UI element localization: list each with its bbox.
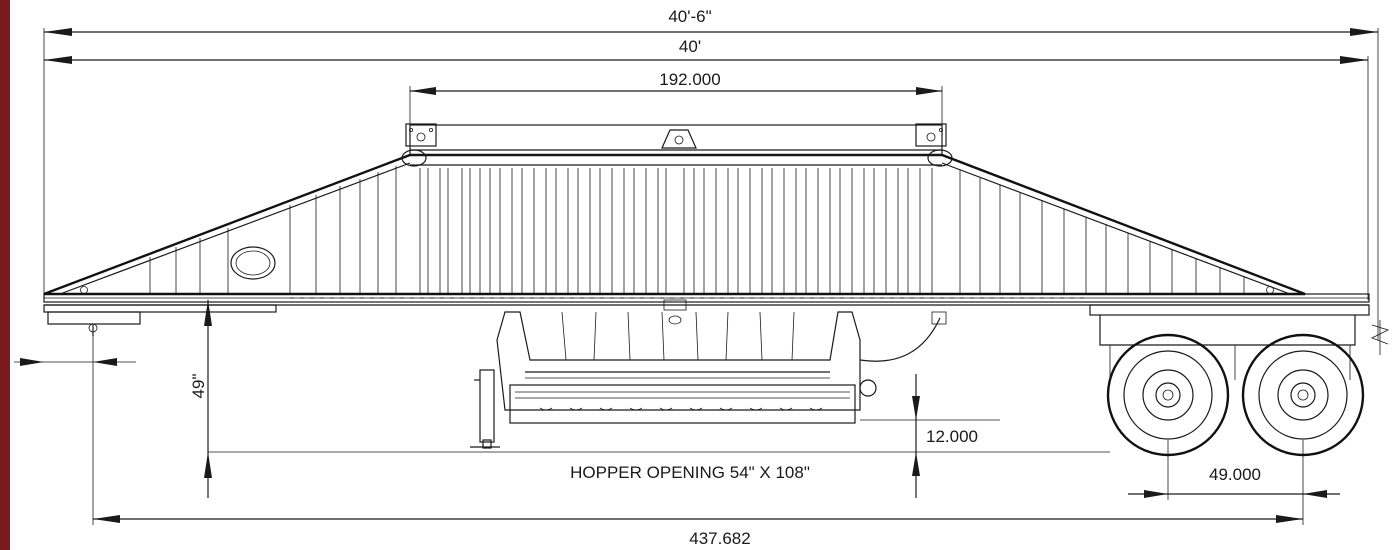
top-span-dimension: 192.000 <box>409 70 943 125</box>
lift-lug-left <box>405 123 437 147</box>
kingpin-axle-dimension: 437.682 <box>92 330 1303 548</box>
kingpin-axle-label: 437.682 <box>689 529 750 548</box>
suspension <box>1099 315 1390 380</box>
axle-spread-dimension: 49.000 <box>1128 440 1340 525</box>
wheel-front <box>1106 333 1230 457</box>
hopper-clearance-dimension: 12.000 <box>208 374 1110 498</box>
side-ribs <box>149 166 1245 294</box>
body-length-label: 40' <box>679 37 701 56</box>
kingpin-assembly <box>47 311 141 336</box>
inspection-port <box>230 246 276 280</box>
lift-lug-right <box>915 123 947 147</box>
kingpin-offset-dimension <box>14 358 136 366</box>
hopper-clearance-label: 12.000 <box>926 427 978 446</box>
body-length-dimension: 40' <box>44 37 1369 300</box>
trailer-body <box>43 123 1370 316</box>
landing-gear <box>470 369 500 449</box>
hopper-shell-outline <box>43 153 1306 296</box>
lift-lug-center <box>661 129 697 149</box>
hopper-chute <box>496 299 947 424</box>
hopper-opening-label: HOPPER OPENING 54" X 108" <box>570 463 810 482</box>
corner-roller-right <box>927 149 953 167</box>
corner-roller-left <box>401 149 427 167</box>
top-span-label: 192.000 <box>659 70 720 89</box>
frame-height-label: 49" <box>189 374 208 399</box>
frame-border <box>0 0 10 550</box>
top-rail <box>409 124 943 156</box>
wheel-rear <box>1241 333 1365 457</box>
overall-length-label: 40'-6" <box>668 7 711 26</box>
frame-height-dimension: 49" <box>189 300 212 498</box>
axle-spread-label: 49.000 <box>1209 465 1261 484</box>
overall-length-dimension: 40'-6" <box>43 7 1379 340</box>
